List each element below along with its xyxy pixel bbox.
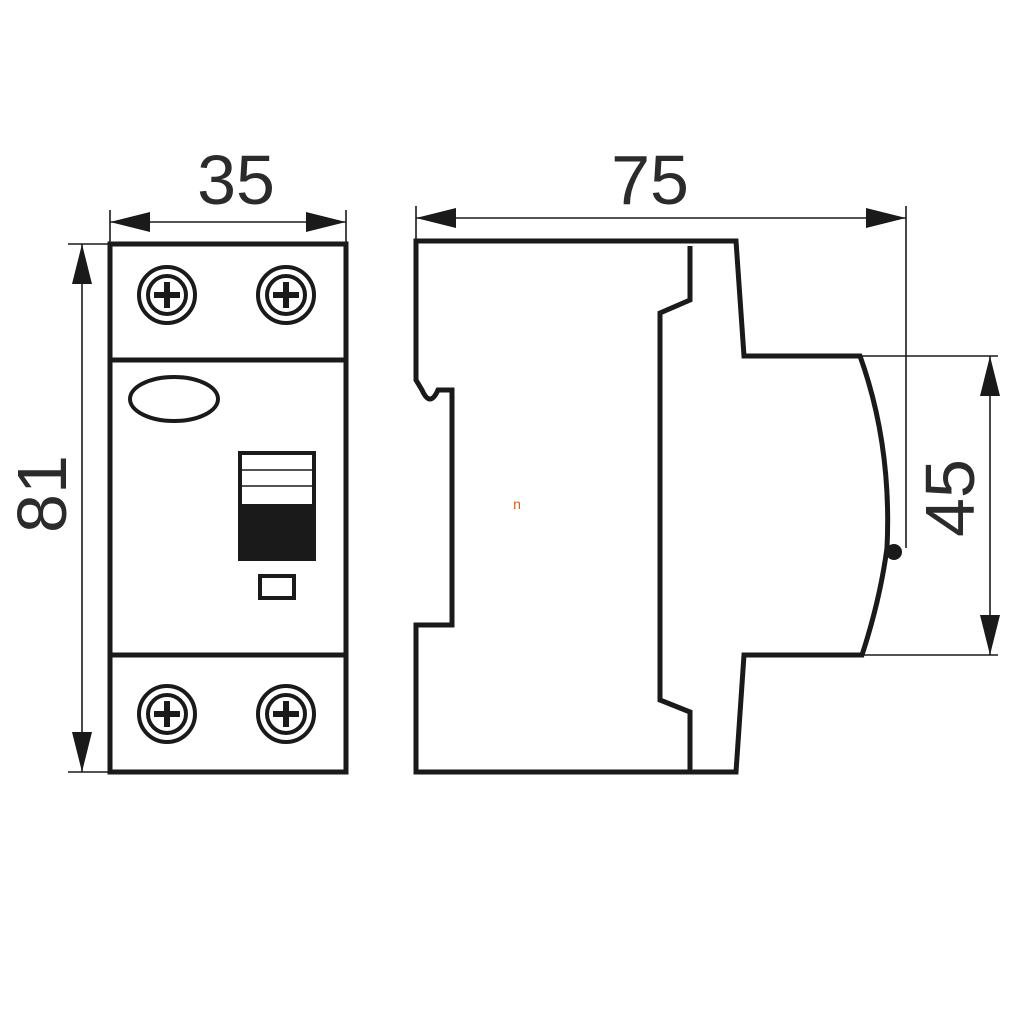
front-view (107, 241, 349, 775)
side-inner-step (657, 246, 693, 770)
front-body-outline (107, 241, 349, 775)
sealing-point (886, 544, 902, 560)
dimension-width: 35 (109, 141, 347, 244)
dimension-front-height: 45 (860, 355, 1000, 656)
test-button-oval (128, 375, 220, 423)
terminal-screw-icon (256, 265, 316, 325)
terminal-screw-icon (137, 265, 197, 325)
dimension-width-label: 35 (197, 141, 275, 219)
side-body-outline (413, 238, 891, 775)
terminal-screw-icon (256, 684, 316, 744)
status-window (258, 574, 296, 600)
dimension-height-label: 81 (3, 455, 81, 533)
side-view (413, 238, 902, 775)
dimension-depth: 75 (415, 141, 907, 548)
center-marker: n (513, 496, 521, 512)
dimension-depth-label: 75 (611, 141, 689, 219)
switch-lever (238, 451, 316, 561)
dimension-front-height-label: 45 (911, 459, 989, 537)
switch-handle-dark (240, 504, 314, 559)
dimension-height: 81 (3, 243, 110, 773)
terminal-screw-icon (137, 684, 197, 744)
